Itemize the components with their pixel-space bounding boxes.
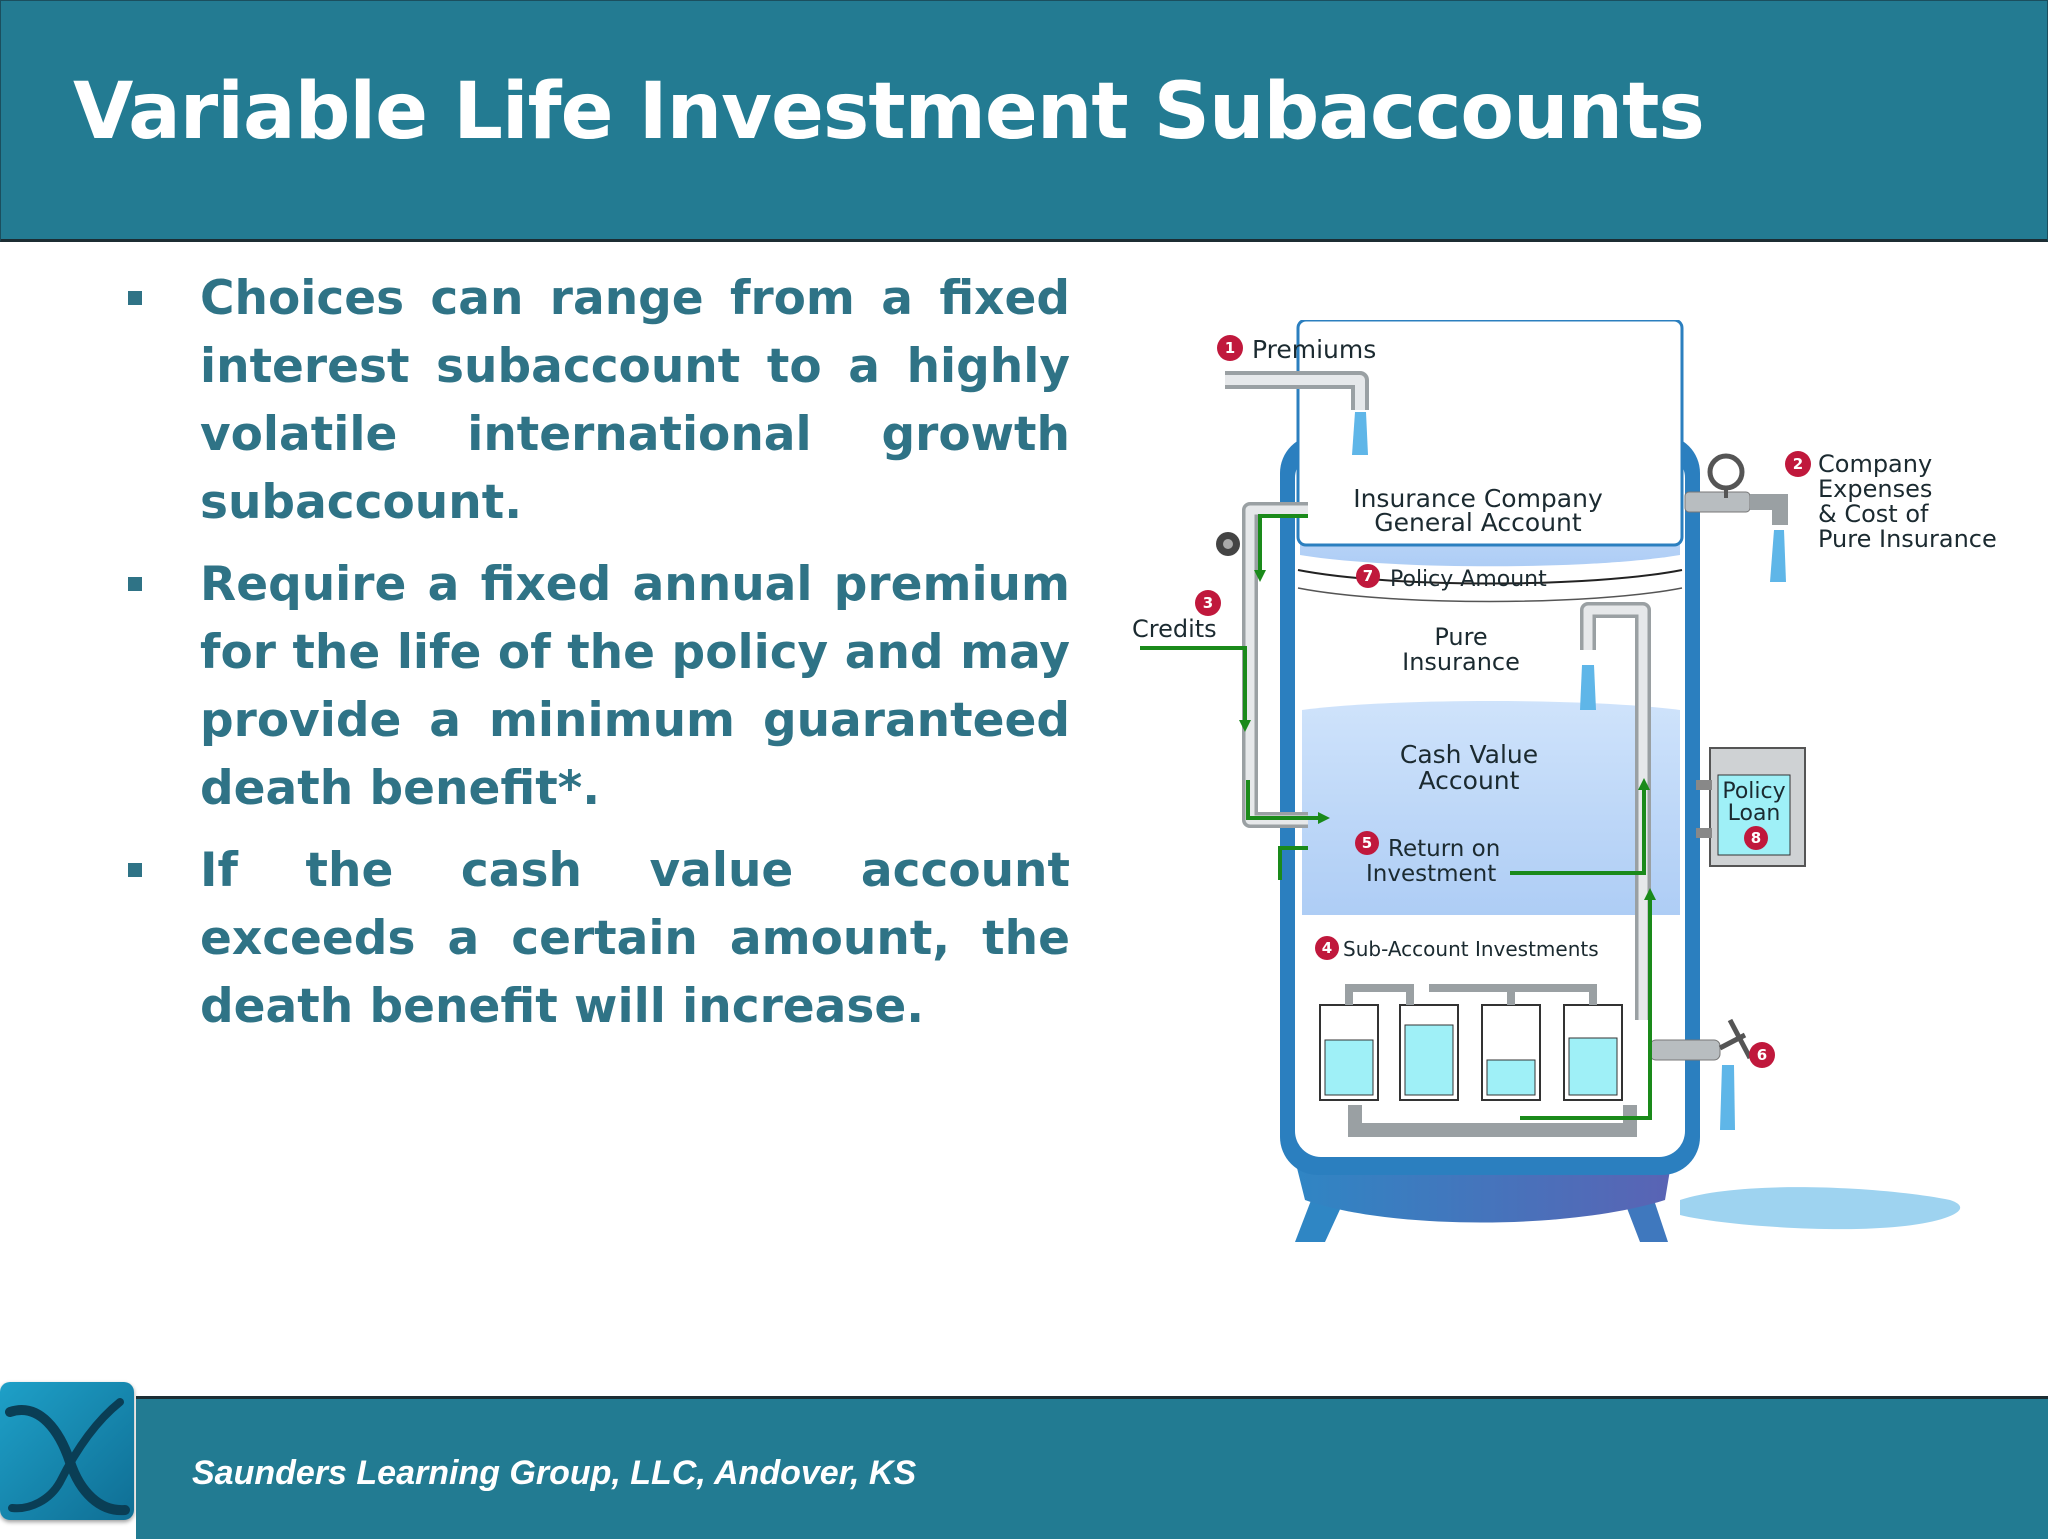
bullet-square-icon bbox=[128, 577, 142, 591]
badge-policy-loan: 8 bbox=[1751, 829, 1761, 847]
badge-sub-account: 4 bbox=[1322, 939, 1332, 957]
badge-policy-amount: 7 bbox=[1363, 567, 1373, 585]
badge-return: 5 bbox=[1362, 834, 1372, 852]
label-credits: Credits bbox=[1132, 615, 1217, 643]
label-company-line2: Expenses bbox=[1818, 475, 1932, 503]
slide-header: Variable Life Investment Subaccounts bbox=[0, 0, 2048, 242]
flow-arrowheads bbox=[1239, 570, 1656, 900]
label-general-account-line1: Insurance Company bbox=[1353, 484, 1603, 513]
bullet-item: Require a fixed annual premium for the l… bbox=[120, 551, 1070, 823]
label-company-line1: Company bbox=[1818, 450, 1932, 478]
label-company-line4: Pure Insurance bbox=[1818, 525, 1997, 553]
label-policy-amount: Policy Amount bbox=[1390, 567, 1547, 592]
label-policy-loan-line1: Policy bbox=[1722, 779, 1785, 804]
cash-value-water bbox=[1302, 701, 1680, 915]
label-cash-value-line2: Account bbox=[1419, 766, 1520, 795]
label-cash-value-line1: Cash Value bbox=[1400, 740, 1538, 769]
label-pure-insurance-line1: Pure bbox=[1434, 623, 1487, 651]
sub-account-chamber bbox=[1296, 320, 1684, 547]
water-puddle bbox=[1680, 1187, 1961, 1230]
flow-arrows bbox=[1140, 514, 1652, 1120]
bullet-square-icon bbox=[128, 291, 142, 305]
label-return-line1: Return on bbox=[1388, 836, 1500, 862]
premiums-water-stream bbox=[1352, 412, 1368, 455]
number-badges: 1 2 3 7 5 4 8 6 bbox=[1195, 335, 1811, 1068]
bullet-square-icon bbox=[128, 863, 142, 877]
bullet-text: Require a fixed annual premium for the l… bbox=[200, 557, 1070, 816]
faucet-wheel-top bbox=[1707, 453, 1745, 491]
badge-withdrawal: 6 bbox=[1757, 1046, 1767, 1064]
bullet-item: If the cash value account exceeds a cert… bbox=[120, 837, 1070, 1041]
bullet-item: Choices can range from a fixed interest … bbox=[120, 265, 1070, 537]
footer-text: Saunders Learning Group, LLC, Andover, K… bbox=[192, 1454, 917, 1492]
logo-swoosh-icon bbox=[5, 1398, 130, 1516]
withdrawal-water-stream bbox=[1720, 1065, 1735, 1130]
badge-credits: 3 bbox=[1203, 594, 1213, 612]
slide-footer: Saunders Learning Group, LLC, Andover, K… bbox=[136, 1396, 2048, 1539]
badge-company: 2 bbox=[1793, 455, 1803, 473]
policy-amount-line2 bbox=[1297, 587, 1683, 603]
bullet-text: If the cash value account exceeds a cert… bbox=[200, 843, 1070, 1034]
label-company-line3: & Cost of bbox=[1818, 500, 1929, 528]
label-pure-insurance-line2: Insurance bbox=[1402, 648, 1520, 676]
bullet-text: Choices can range from a fixed interest … bbox=[200, 271, 1070, 530]
withdrawal-faucet bbox=[1649, 1039, 1721, 1061]
label-sub-account: Sub-Account Investments bbox=[1343, 937, 1599, 961]
bullet-list: Choices can range from a fixed interest … bbox=[120, 265, 1070, 1055]
slide-title: Variable Life Investment Subaccounts bbox=[73, 67, 1705, 157]
company-faucet bbox=[1684, 491, 1751, 513]
company-logo bbox=[0, 1382, 134, 1520]
label-general-account-line2: General Account bbox=[1374, 508, 1582, 537]
badge-premiums: 1 bbox=[1225, 339, 1235, 357]
label-policy-loan-line2: Loan bbox=[1728, 801, 1781, 826]
company-water-stream bbox=[1770, 530, 1786, 582]
label-premiums: Premiums bbox=[1252, 335, 1376, 364]
label-return-line2: Investment bbox=[1366, 861, 1496, 887]
policy-amount-line bbox=[1297, 569, 1683, 585]
water-tank-diagram: 1 2 3 7 5 4 8 6 Premiums Company Expense… bbox=[1132, 320, 1997, 1242]
